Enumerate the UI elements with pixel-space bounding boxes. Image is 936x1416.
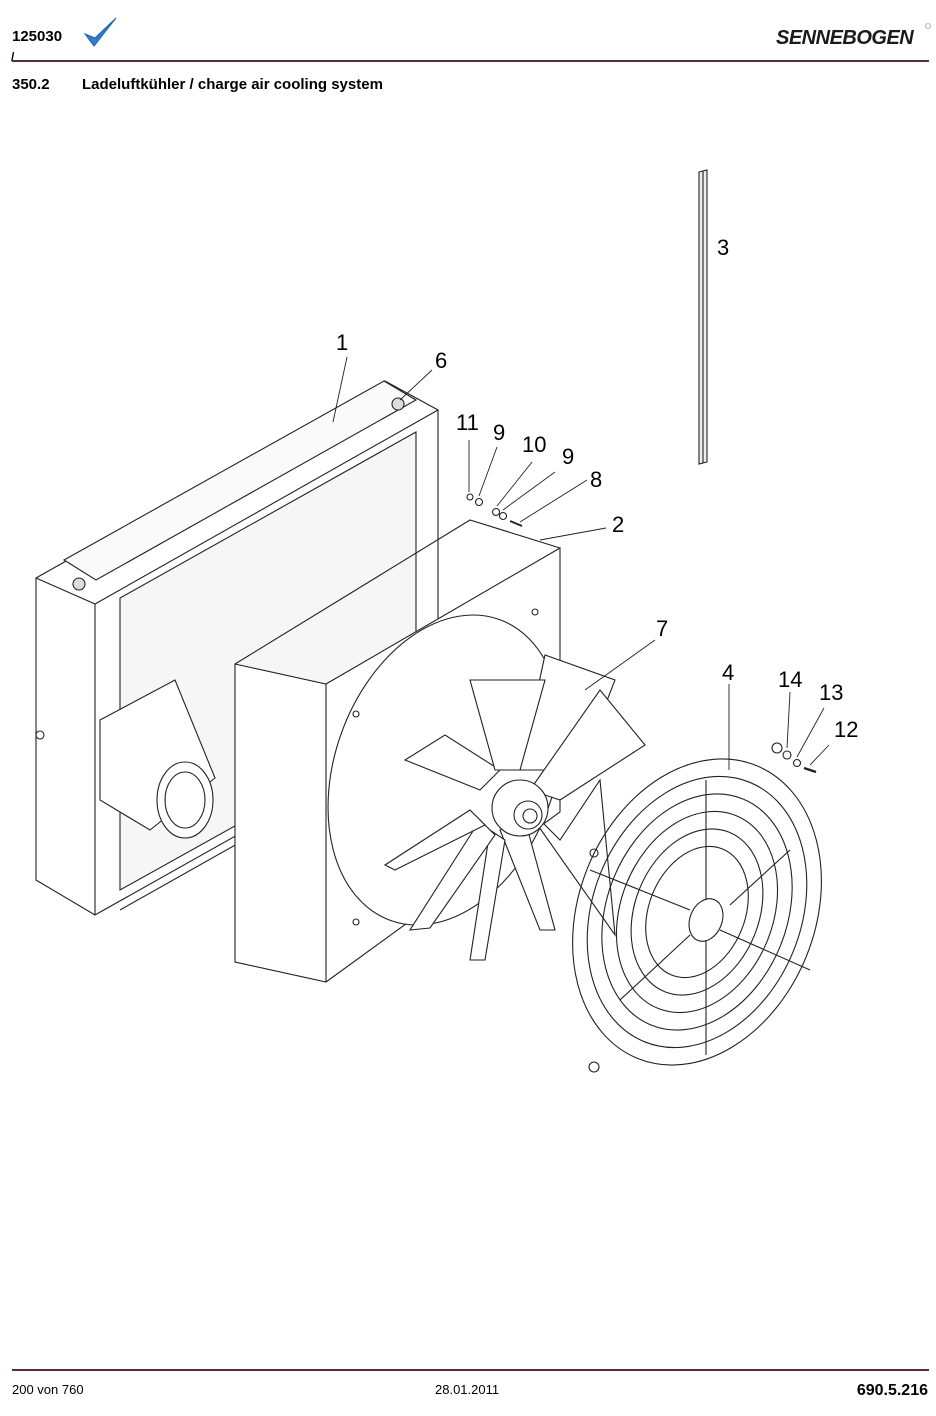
logo-text: SENNEBOGEN (776, 27, 914, 49)
brand-logo: SENNEBOGEN (776, 23, 931, 49)
fan-guard-part (572, 742, 822, 1073)
footer-date: 28.01.2011 (435, 1382, 500, 1397)
callout-11: 11 (456, 410, 479, 435)
callout-2: 2 (612, 512, 624, 537)
fan-part (383, 654, 646, 961)
callout-13: 13 (819, 680, 843, 705)
section-number: 350.2 (12, 76, 50, 93)
callout-7: 7 (656, 616, 668, 641)
charge-air-cooler-part (35, 380, 439, 916)
header-divider (12, 60, 929, 62)
document-reference: 690.5.216 (856, 1382, 928, 1399)
callout-4: 4 (722, 660, 734, 685)
exploded-view-drawing: 1 2 3 4 6 7 8 9 9 10 11 12 13 14 (35, 169, 858, 1073)
section-title: Ladeluftkühler / charge air cooling syst… (82, 76, 383, 93)
callout-10: 10 (522, 432, 546, 457)
callout-8: 8 (590, 467, 602, 492)
footer-divider (12, 1369, 929, 1371)
callout-9b: 9 (562, 444, 574, 469)
callout-1: 1 (336, 330, 348, 355)
callout-9a: 9 (493, 420, 505, 445)
callout-14: 14 (778, 667, 802, 692)
callout-leader-lines (332, 356, 830, 770)
header-slash: / (11, 50, 15, 64)
checkmark-icon (83, 17, 117, 47)
page-count: 200 von 760 (12, 1382, 84, 1397)
fastener-parts (466, 493, 817, 774)
callout-6: 6 (435, 348, 447, 373)
callout-12: 12 (834, 717, 858, 742)
callout-3: 3 (717, 235, 729, 260)
seal-strip-part (698, 169, 708, 465)
document-number: 125030 (12, 28, 63, 45)
